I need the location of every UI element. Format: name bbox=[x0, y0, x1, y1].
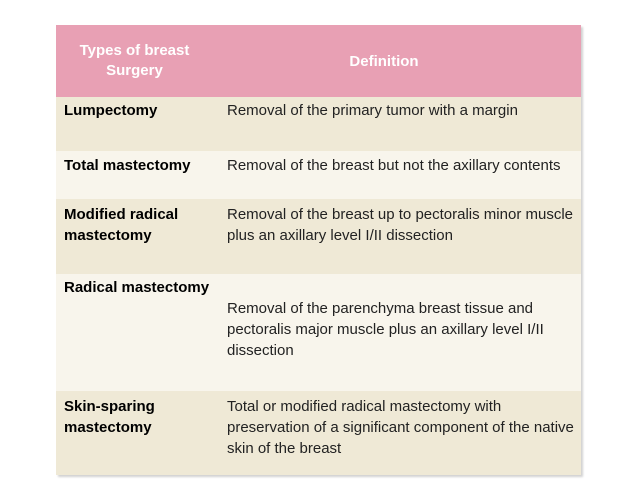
table-row: Skin-sparing mastectomy Total or modifie… bbox=[56, 391, 581, 475]
surgery-type-cell: Lumpectomy bbox=[64, 102, 158, 119]
surgery-type-cell: Skin-sparing mastectomy bbox=[64, 398, 155, 436]
header-definition: Definition bbox=[349, 52, 419, 70]
header-types-line2: Surgery bbox=[106, 62, 163, 79]
surgery-type-cell: Total mastectomy bbox=[64, 157, 191, 174]
table-header-row: Types of breast Surgery Definition bbox=[56, 25, 581, 97]
breast-surgery-table: Types of breast Surgery Definition Lumpe… bbox=[56, 25, 581, 475]
table-row: Lumpectomy Removal of the primary tumor … bbox=[56, 97, 581, 151]
table-row: Radical mastectomy Removal of the parenc… bbox=[56, 274, 581, 391]
table-row: Modified radical mastectomy Removal of t… bbox=[56, 199, 581, 274]
surgery-definition-cell: Removal of the parenchyma breast tissue … bbox=[227, 300, 544, 359]
surgery-type-cell: Modified radical mastectomy bbox=[64, 206, 179, 244]
surgery-definition-cell: Removal of the breast up to pectoralis m… bbox=[227, 206, 573, 244]
header-types-of-surgery: Types of breast Surgery bbox=[56, 41, 223, 81]
table-row: Total mastectomy Removal of the breast b… bbox=[56, 151, 581, 199]
header-types-line1: Types of breast bbox=[79, 42, 190, 59]
surgery-definition-cell: Total or modified radical mastectomy wit… bbox=[227, 398, 574, 457]
surgery-definition-cell: Removal of the primary tumor with a marg… bbox=[227, 102, 518, 119]
surgery-definition-cell: Removal of the breast but not the axilla… bbox=[227, 157, 561, 174]
surgery-type-cell: Radical mastectomy bbox=[64, 279, 210, 296]
